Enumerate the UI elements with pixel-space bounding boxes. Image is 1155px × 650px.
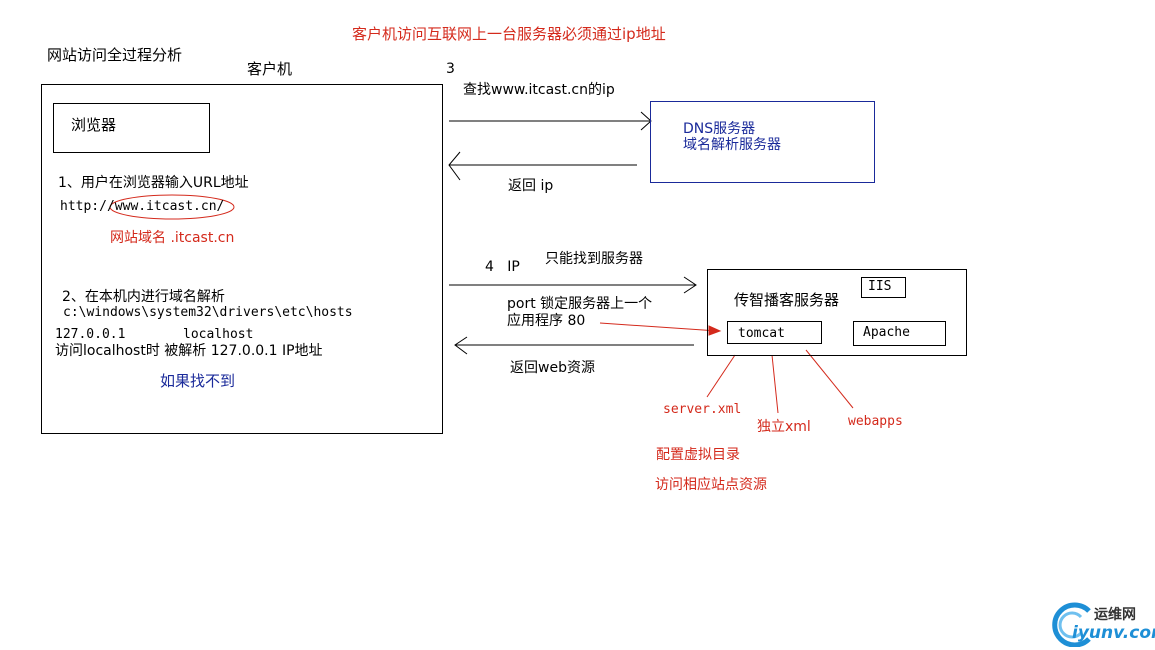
virtual-dir-note: 配置虚拟目录	[656, 447, 740, 463]
iis-box	[861, 277, 906, 298]
dns-query-label: 查找www.itcast.cn的ip	[463, 82, 615, 98]
browser-box	[53, 103, 210, 153]
line-standalone-xml	[771, 354, 779, 414]
standalone-xml-label: 独立xml	[757, 419, 811, 435]
arrow-port-tomcat	[599, 322, 722, 336]
diagram-title: 网站访问全过程分析	[47, 46, 183, 64]
dns-server-box	[650, 101, 875, 183]
apache-box	[853, 321, 946, 346]
watermark-logo-icon	[1052, 602, 1091, 647]
web-reply-label: 返回web资源	[510, 360, 595, 376]
web-server-label: 传智播客服务器	[734, 291, 840, 309]
watermark-line2: iyunv.com	[1072, 623, 1155, 643]
step2-text: 2、在本机内进行域名解析	[62, 289, 225, 305]
client-label: 客户机	[247, 60, 293, 78]
client-box	[41, 84, 443, 434]
hosts-entry-ip: 127.0.0.1	[55, 327, 126, 342]
page-heading: 客户机访问互联网上一台服务器必须通过ip地址	[352, 25, 666, 43]
line-server-xml	[706, 354, 736, 398]
iis-label: IIS	[868, 279, 892, 294]
port-note-line1: port 锁定服务器上一个	[507, 296, 653, 312]
tomcat-box	[727, 321, 822, 344]
browser-label: 浏览器	[71, 116, 117, 134]
port-note-line2: 应用程序 80	[507, 313, 586, 329]
webapps-label: webapps	[848, 414, 903, 429]
step3-number: 3	[446, 61, 455, 77]
hosts-entry-name: localhost	[183, 327, 254, 342]
ip-note: 只能找到服务器	[545, 251, 643, 267]
dns-server-label: DNS服务器	[683, 121, 756, 137]
web-server-box	[707, 269, 967, 356]
tomcat-label: tomcat	[738, 326, 785, 341]
domain-highlight-ellipse	[109, 194, 235, 220]
step1-text: 1、用户在浏览器输入URL地址	[58, 175, 249, 191]
dns-server-sublabel: 域名解析服务器	[683, 137, 781, 153]
server-xml-label: server.xml	[663, 402, 742, 417]
hosts-path: c:\windows\system32\drivers\etc\hosts	[63, 305, 353, 320]
dns-reply-label: 返回 ip	[508, 178, 554, 194]
line-webapps	[805, 349, 854, 409]
arrow-query-dns	[449, 111, 652, 131]
step4-label: 4 IP	[485, 259, 520, 275]
not-found-note: 如果找不到	[160, 372, 236, 390]
arrow-return-web	[454, 336, 694, 355]
url-text: http://www.itcast.cn/	[60, 199, 225, 214]
apache-label: Apache	[863, 325, 910, 340]
arrow-request-server	[449, 276, 697, 294]
domain-note: 网站域名 .itcast.cn	[110, 230, 235, 246]
arrow-return-ip	[448, 151, 637, 181]
watermark-line1: 运维网	[1094, 607, 1136, 623]
site-resource-note: 访问相应站点资源	[655, 477, 767, 493]
resolve-note: 访问localhost时 被解析 127.0.0.1 IP地址	[55, 343, 323, 359]
